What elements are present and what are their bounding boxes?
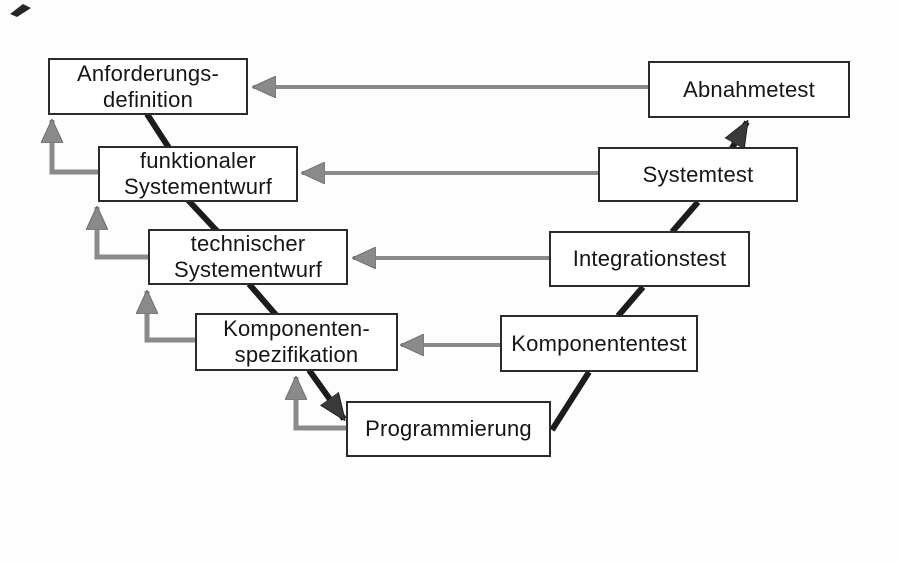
node-technischer-systementwurf: technischer Systementwurf xyxy=(148,229,348,285)
arrow-programmierung-to-komponentenspezifikation xyxy=(296,377,348,431)
line-funktionaler-systementwurf-to-technischer-systementwurf xyxy=(185,197,220,234)
node-anforderungsdefinition: Anforderungs- definition xyxy=(48,58,248,115)
line-programmierung-to-komponententest xyxy=(549,370,592,432)
node-komponententest: Komponententest xyxy=(500,315,698,372)
arrow-komponentenspezifikation-to-technischer-systementwurf xyxy=(147,291,197,343)
node-technischer-systementwurf-label: technischer Systementwurf xyxy=(173,231,323,282)
node-anforderungsdefinition-label: Anforderungs- definition xyxy=(76,60,219,112)
scan-artifact xyxy=(10,4,31,17)
node-komponententest-label: Komponententest xyxy=(511,330,687,356)
node-systemtest-label: Systemtest xyxy=(642,161,754,187)
node-programmierung-label: Programmierung xyxy=(365,416,532,441)
node-komponentenspezifikation: Komponenten- spezifikation xyxy=(195,313,398,371)
node-systemtest: Systemtest xyxy=(598,147,798,202)
node-abnahmetest: Abnahmetest xyxy=(648,61,850,118)
node-programmierung: Programmierung xyxy=(346,401,551,457)
arrow-systemtest-to-abnahmetest xyxy=(731,122,750,152)
line-technischer-systementwurf-to-komponentenspezifikation xyxy=(246,282,279,317)
node-funktionaler-systementwurf-label: funktionaler Systementwurf xyxy=(123,148,273,199)
line-integrationstest-to-systemtest xyxy=(669,200,701,234)
node-integrationstest: Integrationstest xyxy=(549,231,750,287)
node-abnahmetest-label: Abnahmetest xyxy=(683,76,815,102)
node-komponentenspezifikation-label: Komponenten- spezifikation xyxy=(223,316,370,367)
line-anforderungsdefinition-to-funktionaler-systementwurf xyxy=(144,112,172,150)
line-komponententest-to-integrationstest xyxy=(615,285,646,318)
arrow-komponentenspezifikation-to-programmierung xyxy=(306,368,347,419)
arrow-funktionaler-systementwurf-to-anforderungsdefinition xyxy=(52,120,100,175)
arrow-technischer-systementwurf-to-funktionaler-systementwurf xyxy=(97,207,150,260)
node-funktionaler-systementwurf: funktionaler Systementwurf xyxy=(98,146,298,202)
node-integrationstest-label: Integrationstest xyxy=(572,246,727,271)
